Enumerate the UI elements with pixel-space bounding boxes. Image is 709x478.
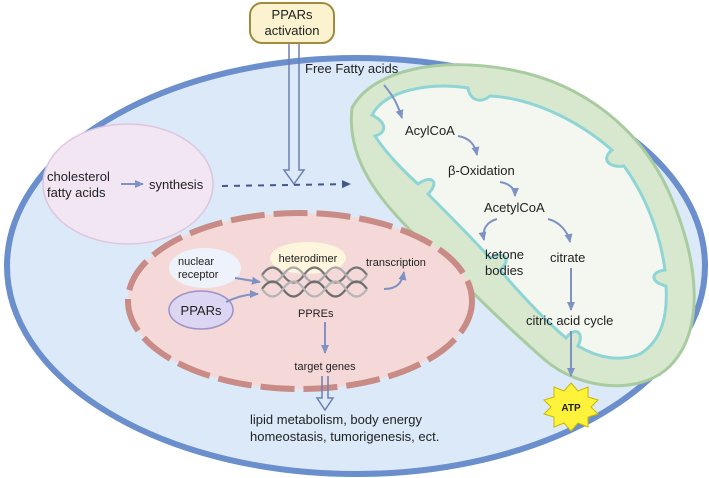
acylcoa-label: AcylCoA — [405, 123, 455, 138]
arrow-acetylcoa-to-ketone — [478, 218, 498, 241]
outcome-label-line2: homeostasis, tumorigenesis, ect. — [250, 429, 439, 444]
ketone-label-line1: ketone — [485, 247, 524, 262]
ppars-bubble — [168, 290, 234, 330]
target-genes-label: target genes — [294, 361, 356, 373]
beta-oxidation-label: β-Oxidation — [448, 163, 515, 178]
dashed-arrow-synthesis-to-mito — [221, 180, 351, 189]
ppres-label: PPREs — [298, 308, 334, 320]
citrate-label: citrate — [550, 250, 585, 265]
outcome-label-line1: lipid metabolism, body energy — [250, 412, 422, 427]
heterodimer-glow — [270, 242, 346, 274]
acetylcoa-label: AcetylCoA — [484, 200, 545, 215]
cholesterol-label-line1: cholesterol — [47, 169, 110, 184]
heterodimer-label: heterodimer — [279, 253, 338, 265]
nuclear-receptor-label-line2: receptor — [178, 269, 219, 281]
cholesterol-label-line2: fatty acids — [47, 185, 106, 200]
arrow-receptor-to-dna — [234, 276, 261, 285]
activation-label-line2: activation — [265, 23, 320, 38]
target-genes-down-arrow — [315, 376, 335, 412]
arrow-beta-to-acetylcoa — [499, 181, 519, 197]
synthesis-label: synthesis — [149, 177, 204, 192]
arrow-ppars-to-dna — [225, 290, 259, 303]
atp-burst — [543, 382, 599, 432]
ppars-activation-box — [249, 2, 335, 44]
ppars-label: PPARs — [181, 303, 222, 318]
mitochondrion-cristae — [369, 84, 668, 360]
arrow-ffa-to-acylcoa — [383, 84, 404, 119]
arrow-dna-to-transcription — [383, 271, 407, 290]
arrows — [121, 84, 575, 377]
arrow-acylcoa-to-beta — [457, 135, 480, 156]
arrow-acetylcoa-to-citrate — [547, 218, 573, 243]
atp-label: ATP — [561, 403, 581, 414]
activation-label-line1: PPARs — [272, 7, 313, 22]
dna-helix — [261, 266, 368, 298]
nuclear-receptor-bubble — [169, 248, 241, 288]
free-fatty-acids-label: Free Fatty acids — [305, 61, 399, 76]
ketone-label-line2: bodies — [485, 263, 524, 278]
transcription-label: transcription — [366, 257, 426, 269]
citric-acid-cycle-label: citric acid cycle — [526, 313, 613, 328]
nuclear-receptor-label-line1: nuclear — [178, 256, 214, 268]
